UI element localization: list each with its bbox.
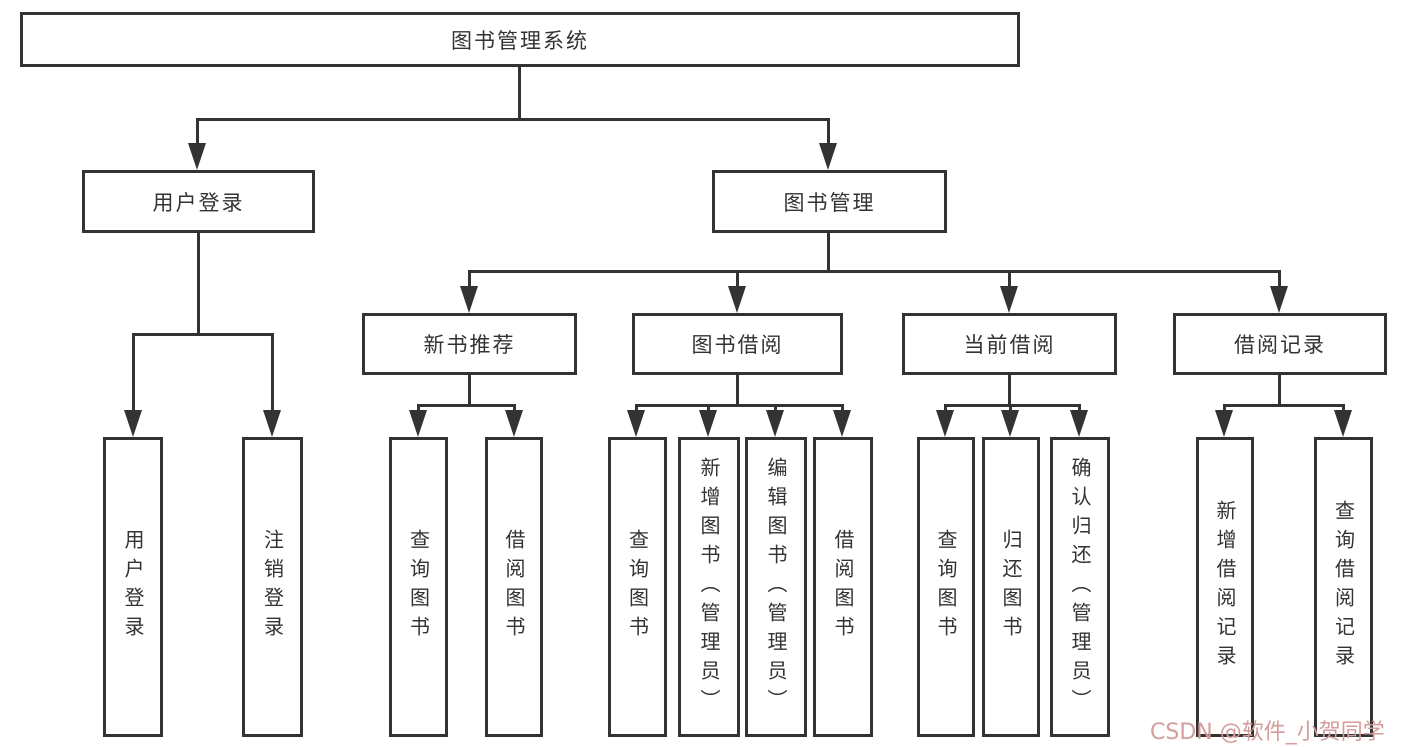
arrowhead-cb-query bbox=[936, 410, 954, 437]
node-library-system: 图书管理系统 bbox=[20, 12, 1020, 67]
connector-cb-stem bbox=[1008, 375, 1011, 406]
leaf-user-login: 用户登录 bbox=[103, 437, 163, 737]
arrowhead-book-borrow bbox=[728, 286, 746, 313]
leaf-logout: 注销登录 bbox=[242, 437, 303, 737]
connector-br-stem bbox=[1278, 375, 1281, 406]
connector-drop-borrow-records bbox=[1278, 270, 1281, 292]
connector-drop-book-mgmt bbox=[827, 118, 830, 148]
leaf-cb-confirm-return-admin-label: 确认归还（管理员） bbox=[1068, 456, 1092, 718]
node-current-borrowing: 当前借阅 bbox=[902, 313, 1117, 375]
connector-nbr-rail bbox=[417, 404, 516, 407]
leaf-bb-borrow-books-label: 借阅图书 bbox=[831, 529, 855, 645]
arrowhead-nbr-query bbox=[409, 410, 427, 437]
node-library-system-label: 图书管理系统 bbox=[451, 28, 589, 53]
leaf-bb-query-books: 查询图书 bbox=[608, 437, 667, 737]
leaf-user-login-label: 用户登录 bbox=[121, 529, 145, 645]
arrowhead-logout bbox=[263, 410, 281, 437]
connector-root-stem bbox=[518, 67, 521, 120]
leaf-bb-add-books-admin: 新增图书（管理员） bbox=[678, 437, 740, 737]
arrowhead-cb-return bbox=[1001, 410, 1019, 437]
arrowhead-br-query bbox=[1334, 410, 1352, 437]
connector-drop-br-query bbox=[1342, 404, 1345, 414]
arrowhead-br-add bbox=[1215, 410, 1233, 437]
csdn-watermark: CSDN @软件_小贺同学 bbox=[1150, 720, 1385, 745]
leaf-cb-return-books-label: 归还图书 bbox=[999, 529, 1023, 645]
connector-drop-br-add bbox=[1223, 404, 1226, 414]
node-current-borrowing-label: 当前借阅 bbox=[963, 333, 1056, 357]
node-book-management: 图书管理 bbox=[712, 170, 947, 233]
arrowhead-book-mgmt bbox=[819, 143, 837, 170]
connector-drop-current-borrow bbox=[1008, 270, 1011, 292]
leaf-cb-query-books-label: 查询图书 bbox=[934, 529, 958, 645]
leaf-nbr-query-books: 查询图书 bbox=[389, 437, 448, 737]
node-book-borrowing: 图书借阅 bbox=[632, 313, 843, 375]
leaf-bb-edit-books-admin: 编辑图书（管理员） bbox=[745, 437, 807, 737]
arrowhead-bb-query bbox=[627, 410, 645, 437]
node-user-login-label: 用户登录 bbox=[152, 190, 245, 215]
connector-drop-book-borrow bbox=[736, 270, 739, 292]
connector-drop-cb-confirm bbox=[1078, 404, 1081, 414]
node-borrowing-records-label: 借阅记录 bbox=[1234, 333, 1326, 357]
leaf-br-add-record: 新增借阅记录 bbox=[1196, 437, 1254, 737]
leaf-bb-add-books-admin-label: 新增图书（管理员） bbox=[697, 456, 721, 718]
arrowhead-new-book-rec bbox=[460, 286, 478, 313]
connector-drop-user-login-leaf bbox=[132, 333, 135, 413]
node-user-login: 用户登录 bbox=[82, 170, 315, 233]
leaf-bb-edit-books-admin-label: 编辑图书（管理员） bbox=[764, 456, 788, 718]
leaf-bb-borrow-books: 借阅图书 bbox=[813, 437, 873, 737]
connector-drop-bb-borrow bbox=[841, 404, 844, 414]
connector-nbr-stem bbox=[468, 375, 471, 406]
leaf-cb-confirm-return-admin: 确认归还（管理员） bbox=[1050, 437, 1110, 737]
node-new-book-recommend: 新书推荐 bbox=[362, 313, 577, 375]
connector-drop-new-book-rec bbox=[468, 270, 471, 292]
arrowhead-user-login-leaf bbox=[124, 410, 142, 437]
leaf-nbr-borrow-books: 借阅图书 bbox=[485, 437, 543, 737]
leaf-br-add-record-label: 新增借阅记录 bbox=[1213, 500, 1237, 674]
arrowhead-bb-add bbox=[699, 410, 717, 437]
connector-root-rail bbox=[196, 118, 830, 121]
arrowhead-current-borrow bbox=[1000, 286, 1018, 313]
leaf-nbr-query-books-label: 查询图书 bbox=[406, 529, 431, 645]
arrowhead-user-login bbox=[188, 143, 206, 170]
arrowhead-borrow-records bbox=[1270, 286, 1288, 313]
connector-user-login-rail bbox=[132, 333, 274, 336]
leaf-logout-label: 注销登录 bbox=[260, 529, 285, 645]
arrowhead-bb-edit bbox=[766, 410, 784, 437]
leaf-cb-return-books: 归还图书 bbox=[982, 437, 1040, 737]
node-new-book-recommend-label: 新书推荐 bbox=[423, 333, 516, 357]
connector-bb-rail bbox=[635, 404, 844, 407]
connector-drop-bb-edit bbox=[774, 404, 777, 414]
node-borrowing-records: 借阅记录 bbox=[1173, 313, 1387, 375]
connector-book-mgmt-stem bbox=[827, 233, 830, 273]
leaf-br-query-record: 查询借阅记录 bbox=[1314, 437, 1373, 737]
connector-user-login-stem bbox=[197, 233, 200, 335]
leaf-nbr-borrow-books-label: 借阅图书 bbox=[502, 529, 526, 645]
connector-drop-cb-return bbox=[1009, 404, 1012, 414]
connector-bb-stem bbox=[736, 375, 739, 406]
connector-book-mgmt-rail bbox=[468, 270, 1281, 273]
connector-drop-bb-add bbox=[707, 404, 710, 414]
node-book-management-label: 图书管理 bbox=[783, 190, 876, 215]
connector-drop-logout bbox=[271, 333, 274, 413]
connector-drop-cb-query bbox=[944, 404, 947, 414]
connector-drop-user-login bbox=[196, 118, 199, 148]
arrowhead-bb-borrow bbox=[833, 410, 851, 437]
arrowhead-nbr-borrow bbox=[505, 410, 523, 437]
connector-drop-nbr-query bbox=[417, 404, 420, 414]
connector-br-rail bbox=[1223, 404, 1344, 407]
leaf-br-query-record-label: 查询借阅记录 bbox=[1331, 500, 1356, 674]
leaf-bb-query-books-label: 查询图书 bbox=[625, 529, 650, 645]
node-book-borrowing-label: 图书借阅 bbox=[691, 333, 784, 357]
leaf-cb-query-books: 查询图书 bbox=[917, 437, 975, 737]
connector-drop-bb-query bbox=[635, 404, 638, 414]
arrowhead-cb-confirm bbox=[1070, 410, 1088, 437]
connector-drop-nbr-borrow bbox=[513, 404, 516, 414]
connector-cb-rail bbox=[944, 404, 1081, 407]
